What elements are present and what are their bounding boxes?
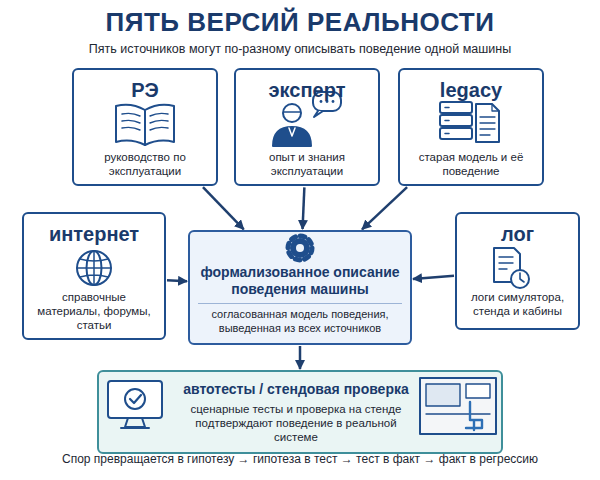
- globe-icon: [77, 251, 111, 285]
- flow-arrow: [203, 187, 244, 229]
- subtitle: Пять источников могут по-разному описыва…: [0, 42, 600, 56]
- book-icon: [116, 105, 174, 145]
- title: ПЯТЬ ВЕРСИЙ РЕАЛЬНОСТИ: [0, 7, 600, 38]
- box-heading: РЭ: [80, 78, 210, 102]
- caption: Спор превращается в гипотезу → гипотеза …: [0, 452, 600, 466]
- flow-arrow: [167, 280, 187, 281]
- box-description: опыт и знания эксплуатации: [242, 150, 372, 178]
- box-description: справочные материалы, форумы, статьи: [30, 290, 158, 332]
- box-heading: эксперт: [242, 78, 372, 102]
- header: ПЯТЬ ВЕРСИЙ РЕАЛЬНОСТИ Пять источников м…: [0, 0, 600, 56]
- box-heading: автотесты / стендовая проверка: [177, 381, 415, 398]
- source-box: legacy старая модель и её поведение: [398, 68, 544, 186]
- source-box: РЭ руководство по эксплуатации: [72, 68, 218, 186]
- source-box: интернет справочные материалы, форумы, ст…: [22, 212, 166, 340]
- box-heading: лог: [463, 222, 572, 246]
- box-heading: legacy: [406, 78, 536, 102]
- box-description: согласованная модель поведения, выведенн…: [198, 303, 402, 335]
- flow-arrow: [413, 276, 454, 279]
- model-box: формализованное описание поведения машин…: [188, 230, 412, 345]
- source-box: эксперт опыт и знания эксплуатации: [234, 68, 380, 186]
- server-icon: [440, 102, 499, 142]
- box-description: сценарные тесты и проверка на стенде под…: [177, 402, 415, 444]
- bench-picture: [420, 378, 496, 434]
- expert-icon: [273, 92, 341, 146]
- flow-arrow: [299, 346, 302, 369]
- flow-arrow: [303, 187, 305, 229]
- box-heading: формализованное описание поведения машин…: [198, 264, 402, 298]
- footer: Спор превращается в гипотезу → гипотеза …: [0, 452, 600, 466]
- monitor-icon: [108, 381, 162, 428]
- flow-arrow: [362, 187, 407, 229]
- box-description: старая модель и её поведение: [406, 150, 536, 178]
- verification-box: автотесты / стендовая проверка сценарные …: [97, 370, 503, 454]
- log-icon: [494, 248, 529, 288]
- box-description: руководство по эксплуатации: [80, 150, 210, 178]
- box-description: логи симулятора, стенда и кабины: [463, 290, 572, 318]
- box-heading: интернет: [30, 222, 158, 246]
- gear-icon: [288, 236, 312, 260]
- source-box: лог логи симулятора, стенда и кабины: [455, 212, 580, 330]
